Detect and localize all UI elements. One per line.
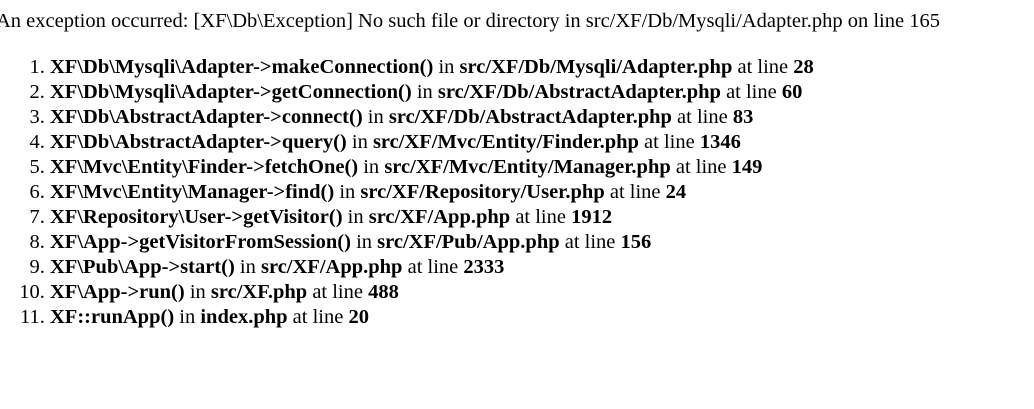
trace-line: 2333 (463, 256, 505, 278)
stack-trace-list: XF\Db\Mysqli\Adapter->makeConnection() i… (0, 55, 814, 330)
trace-line: 60 (781, 81, 803, 103)
trace-at-text: at line (732, 56, 794, 78)
trace-in-text: in (334, 181, 361, 203)
stack-trace-item: XF\Mvc\Entity\Manager->find() in src/XF/… (50, 180, 814, 205)
trace-file: index.php (200, 306, 288, 328)
trace-line: 28 (793, 56, 814, 78)
stack-trace-item: XF\App->getVisitorFromSession() in src/X… (50, 230, 814, 255)
trace-in-text: in (358, 156, 385, 178)
stack-trace-item: XF::runApp() in index.php at line 20 (50, 305, 814, 330)
trace-line: 83 (732, 106, 754, 128)
trace-call: XF\Db\Mysqli\Adapter->makeConnection() (50, 56, 434, 78)
trace-file: src/XF/Mvc/Entity/Finder.php (372, 131, 639, 153)
trace-file: src/XF/Repository/User.php (360, 181, 605, 203)
trace-in-text: in (174, 306, 201, 328)
trace-at-text: at line (559, 231, 621, 253)
trace-in-text: in (362, 106, 389, 128)
trace-line: 149 (731, 156, 763, 178)
trace-line: 488 (368, 281, 399, 303)
trace-at-text: at line (604, 181, 666, 203)
trace-call: XF::runApp() (50, 306, 175, 328)
trace-file: src/XF.php (210, 281, 308, 303)
trace-line: 1346 (699, 131, 741, 153)
trace-file: src/XF/Mvc/Entity/Manager.php (384, 156, 671, 178)
stack-trace-item: XF\Pub\App->start() in src/XF/App.php at… (50, 255, 814, 280)
trace-file: src/XF/Db/AbstractAdapter.php (388, 106, 672, 128)
trace-call: XF\Mvc\Entity\Manager->find() (50, 181, 335, 203)
stack-trace-item: XF\App->run() in src/XF.php at line 488 (50, 280, 814, 305)
trace-call: XF\App->getVisitorFromSession() (50, 231, 351, 253)
stack-trace-item: XF\Mvc\Entity\Finder->fetchOne() in src/… (50, 155, 814, 180)
stack-trace-item: XF\Db\AbstractAdapter->connect() in src/… (50, 105, 814, 130)
trace-at-text: at line (287, 306, 349, 328)
trace-file: src/XF/Db/AbstractAdapter.php (437, 81, 721, 103)
trace-call: XF\Mvc\Entity\Finder->fetchOne() (50, 156, 359, 178)
trace-in-text: in (433, 56, 460, 78)
stack-trace-item: XF\Db\Mysqli\Adapter->makeConnection() i… (50, 55, 814, 80)
trace-at-text: at line (638, 131, 700, 153)
trace-at-text: at line (307, 281, 369, 303)
trace-file: src/XF/Db/Mysqli/Adapter.php (459, 56, 733, 78)
stack-trace-item: XF\Db\AbstractAdapter->query() in src/XF… (50, 130, 814, 155)
trace-at-text: at line (510, 206, 572, 228)
trace-call: XF\Repository\User->getVisitor() (50, 206, 343, 228)
error-message: An exception occurred: [XF\Db\Exception]… (0, 10, 940, 32)
trace-call: XF\App->run() (50, 281, 185, 303)
trace-at-text: at line (670, 156, 732, 178)
trace-call: XF\Pub\App->start() (50, 256, 235, 278)
trace-file: src/XF/App.php (261, 256, 403, 278)
trace-call: XF\Db\AbstractAdapter->connect() (50, 106, 363, 128)
trace-call: XF\Db\AbstractAdapter->query() (50, 131, 347, 153)
trace-line: 156 (620, 231, 652, 253)
trace-file: src/XF/App.php (368, 206, 511, 228)
trace-line: 24 (665, 181, 687, 203)
trace-at-text: at line (671, 106, 733, 128)
stack-trace-item: XF\Repository\User->getVisitor() in src/… (50, 205, 814, 230)
trace-in-text: in (411, 81, 438, 103)
trace-call: XF\Db\Mysqli\Adapter->getConnection() (50, 81, 412, 103)
trace-at-text: at line (402, 256, 464, 278)
trace-in-text: in (234, 256, 261, 278)
trace-in-text: in (342, 206, 369, 228)
trace-in-text: in (350, 231, 378, 253)
stack-trace-item: XF\Db\Mysqli\Adapter->getConnection() in… (50, 80, 814, 105)
trace-line: 20 (348, 306, 369, 328)
trace-at-text: at line (720, 81, 782, 103)
trace-in-text: in (346, 131, 373, 153)
trace-file: src/XF/Pub/App.php (377, 231, 560, 253)
trace-in-text: in (184, 281, 211, 303)
trace-line: 1912 (571, 206, 613, 228)
